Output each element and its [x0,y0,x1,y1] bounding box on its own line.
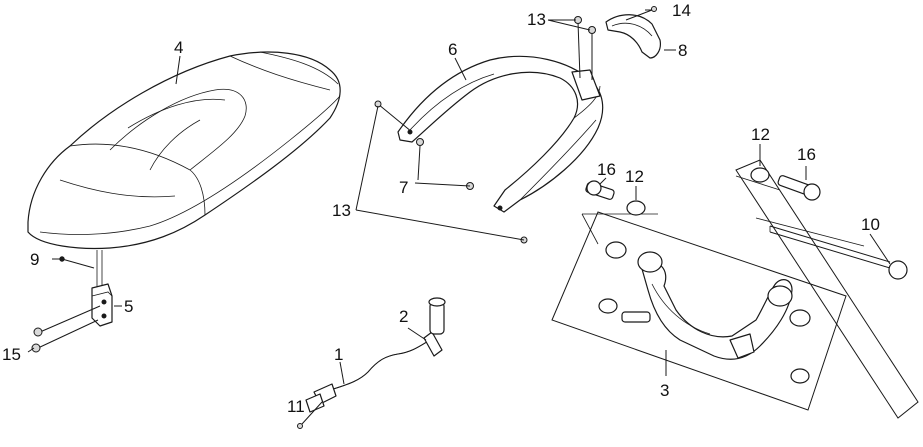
callout-6: 6 [448,40,457,59]
callout-16-right: 16 [797,145,816,164]
screw-part-14 [625,6,657,21]
callout-8: 8 [678,41,687,60]
callout-11: 11 [287,397,305,416]
callout-13-left: 13 [332,201,351,220]
callout-15: 15 [2,345,21,364]
callout-13-top: 13 [527,10,546,29]
grab-rail-part-6 [397,55,604,213]
callout-labels: 4 6 13 14 8 7 13 12 16 16 12 10 3 9 5 15… [2,1,880,416]
bolt-part-16 [585,175,821,201]
bolt-part-9 [59,256,95,269]
callout-4: 4 [174,38,183,57]
collar-part-12 [626,167,770,216]
callout-3: 3 [660,381,669,400]
bracket-assembly-frame [551,159,919,419]
callout-1: 1 [334,345,343,364]
cable-part-1 [305,339,431,413]
bracket-part-3 [598,241,811,384]
callout-7: 7 [399,178,408,197]
nut-part-15 [31,305,101,353]
long-bolt-part-10 [769,225,908,280]
callout-12-right: 12 [751,125,770,144]
screw-part-11 [297,401,323,429]
callout-12-mid: 12 [625,167,644,186]
callout-16-mid: 16 [597,160,616,179]
cover-part-8 [605,14,661,59]
bolt-part-13 [374,16,596,244]
switch-part-2 [423,297,446,357]
callout-9: 9 [30,250,39,269]
callout-5: 5 [124,297,133,316]
callout-2: 2 [399,307,408,326]
seat-part-4 [27,51,341,250]
callout-14: 14 [672,1,691,20]
nut-part-7 [416,138,474,190]
seat-hinge-part-5 [91,250,113,327]
callout-10: 10 [861,215,880,234]
leader-lines [27,9,891,385]
